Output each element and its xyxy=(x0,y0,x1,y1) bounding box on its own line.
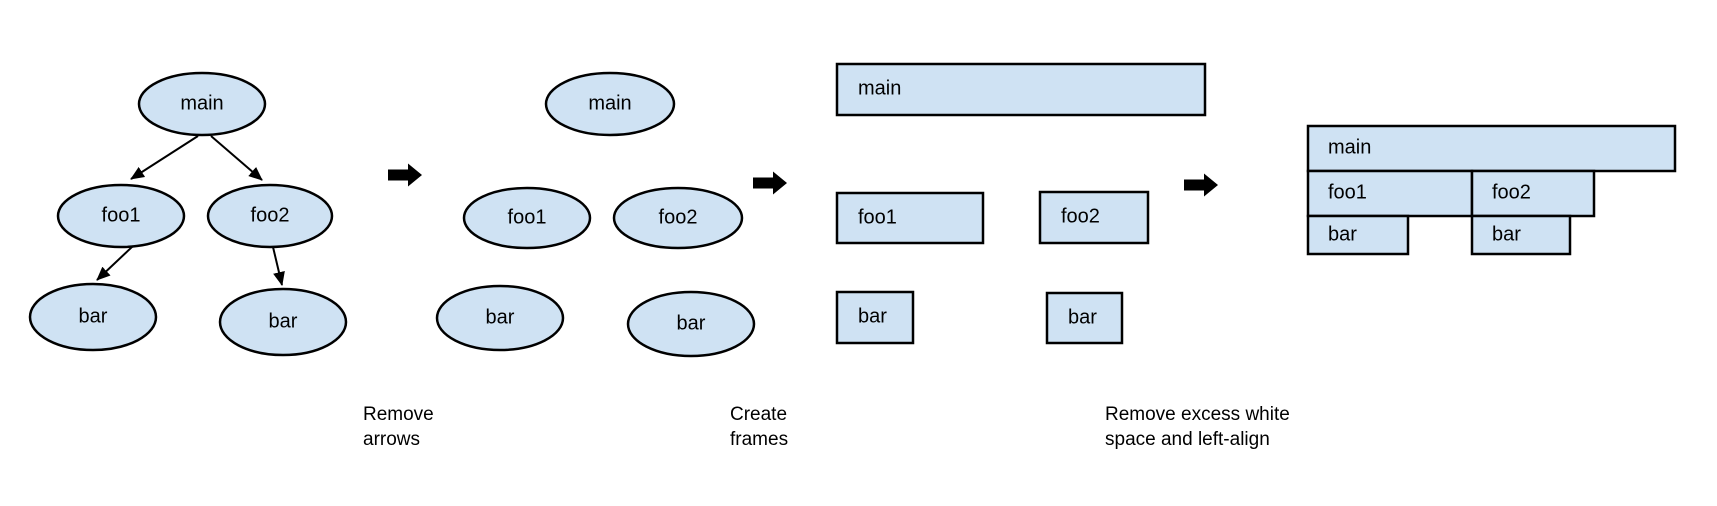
s4-node-label-bar2: bar xyxy=(1492,223,1521,246)
s1-node-label-bar2: bar xyxy=(268,310,298,333)
caption-line-2: frames xyxy=(730,429,789,450)
s1-node-label-foo2: foo2 xyxy=(250,204,290,227)
s3-frame-bar2 xyxy=(1045,291,1124,345)
s2-node-label-main: main xyxy=(588,92,632,115)
edge-arrow-main-foo2 xyxy=(210,135,263,181)
edge-arrow-foo1-bar xyxy=(96,245,134,281)
caption-line-1: Remove excess white xyxy=(1105,404,1290,425)
s3-node-label-foo1: foo1 xyxy=(858,206,897,229)
s4-node-label-bar1: bar xyxy=(1328,223,1357,246)
caption-line-1: Remove xyxy=(363,404,434,425)
s4-node-label-foo2: foo2 xyxy=(1492,181,1531,204)
s2-ellipse-foo2 xyxy=(612,186,744,250)
s2-ellipse-bar1 xyxy=(435,284,565,352)
s3-node-label-bar2: bar xyxy=(1068,306,1097,329)
s4-frame-foo2 xyxy=(1470,169,1596,218)
s2-ellipse-foo1 xyxy=(462,186,592,250)
transition-caption-remove-whitespace: Remove excess white space and left-align xyxy=(1105,402,1290,452)
s3-node-label-foo2: foo2 xyxy=(1061,205,1100,228)
s2-ellipse-bar2 xyxy=(626,290,756,358)
s3-frame-main xyxy=(835,62,1207,117)
s4-frame-main xyxy=(1306,124,1677,173)
transition-arrow-2-icon xyxy=(753,171,787,195)
s4-node-label-foo1: foo1 xyxy=(1328,181,1367,204)
s1-node-label-bar1: bar xyxy=(78,305,108,328)
s3-node-label-bar1: bar xyxy=(858,305,887,328)
s2-ellipse-main xyxy=(544,71,676,137)
s2-node-label-foo2: foo2 xyxy=(658,206,698,229)
transition-caption-remove-arrows: Remove arrows xyxy=(363,402,434,452)
transition-arrow-1-icon xyxy=(388,163,422,187)
transition-arrow-3-icon xyxy=(1184,173,1218,197)
s2-node-label-bar2: bar xyxy=(676,312,706,335)
s1-node-label-foo1: foo1 xyxy=(101,204,141,227)
s4-frame-bar2 xyxy=(1470,214,1572,256)
s4-frame-bar1 xyxy=(1306,214,1410,256)
s2-node-label-bar1: bar xyxy=(485,306,515,329)
edge-arrow-foo2-bar xyxy=(272,246,285,286)
s1-node-label-main: main xyxy=(180,92,224,115)
s1-ellipse-bar1 xyxy=(28,282,158,352)
s1-ellipse-foo1 xyxy=(56,183,186,249)
s1-ellipse-main xyxy=(137,71,267,137)
caption-line-2: arrows xyxy=(363,429,421,450)
caption-line-1: Create xyxy=(730,404,788,425)
s3-node-label-main: main xyxy=(858,77,902,100)
transition-caption-create-frames: Create frames xyxy=(730,402,788,452)
s3-frame-foo1 xyxy=(835,191,985,245)
s4-node-label-main: main xyxy=(1328,136,1372,159)
s3-frame-foo2 xyxy=(1038,190,1150,245)
s3-frame-bar1 xyxy=(835,290,915,345)
s1-ellipse-foo2 xyxy=(206,183,334,249)
s1-ellipse-bar2 xyxy=(218,287,348,357)
edge-arrow-main-foo1 xyxy=(130,135,199,180)
caption-line-2: space and left-align xyxy=(1105,429,1270,450)
s2-node-label-foo1: foo1 xyxy=(507,206,547,229)
